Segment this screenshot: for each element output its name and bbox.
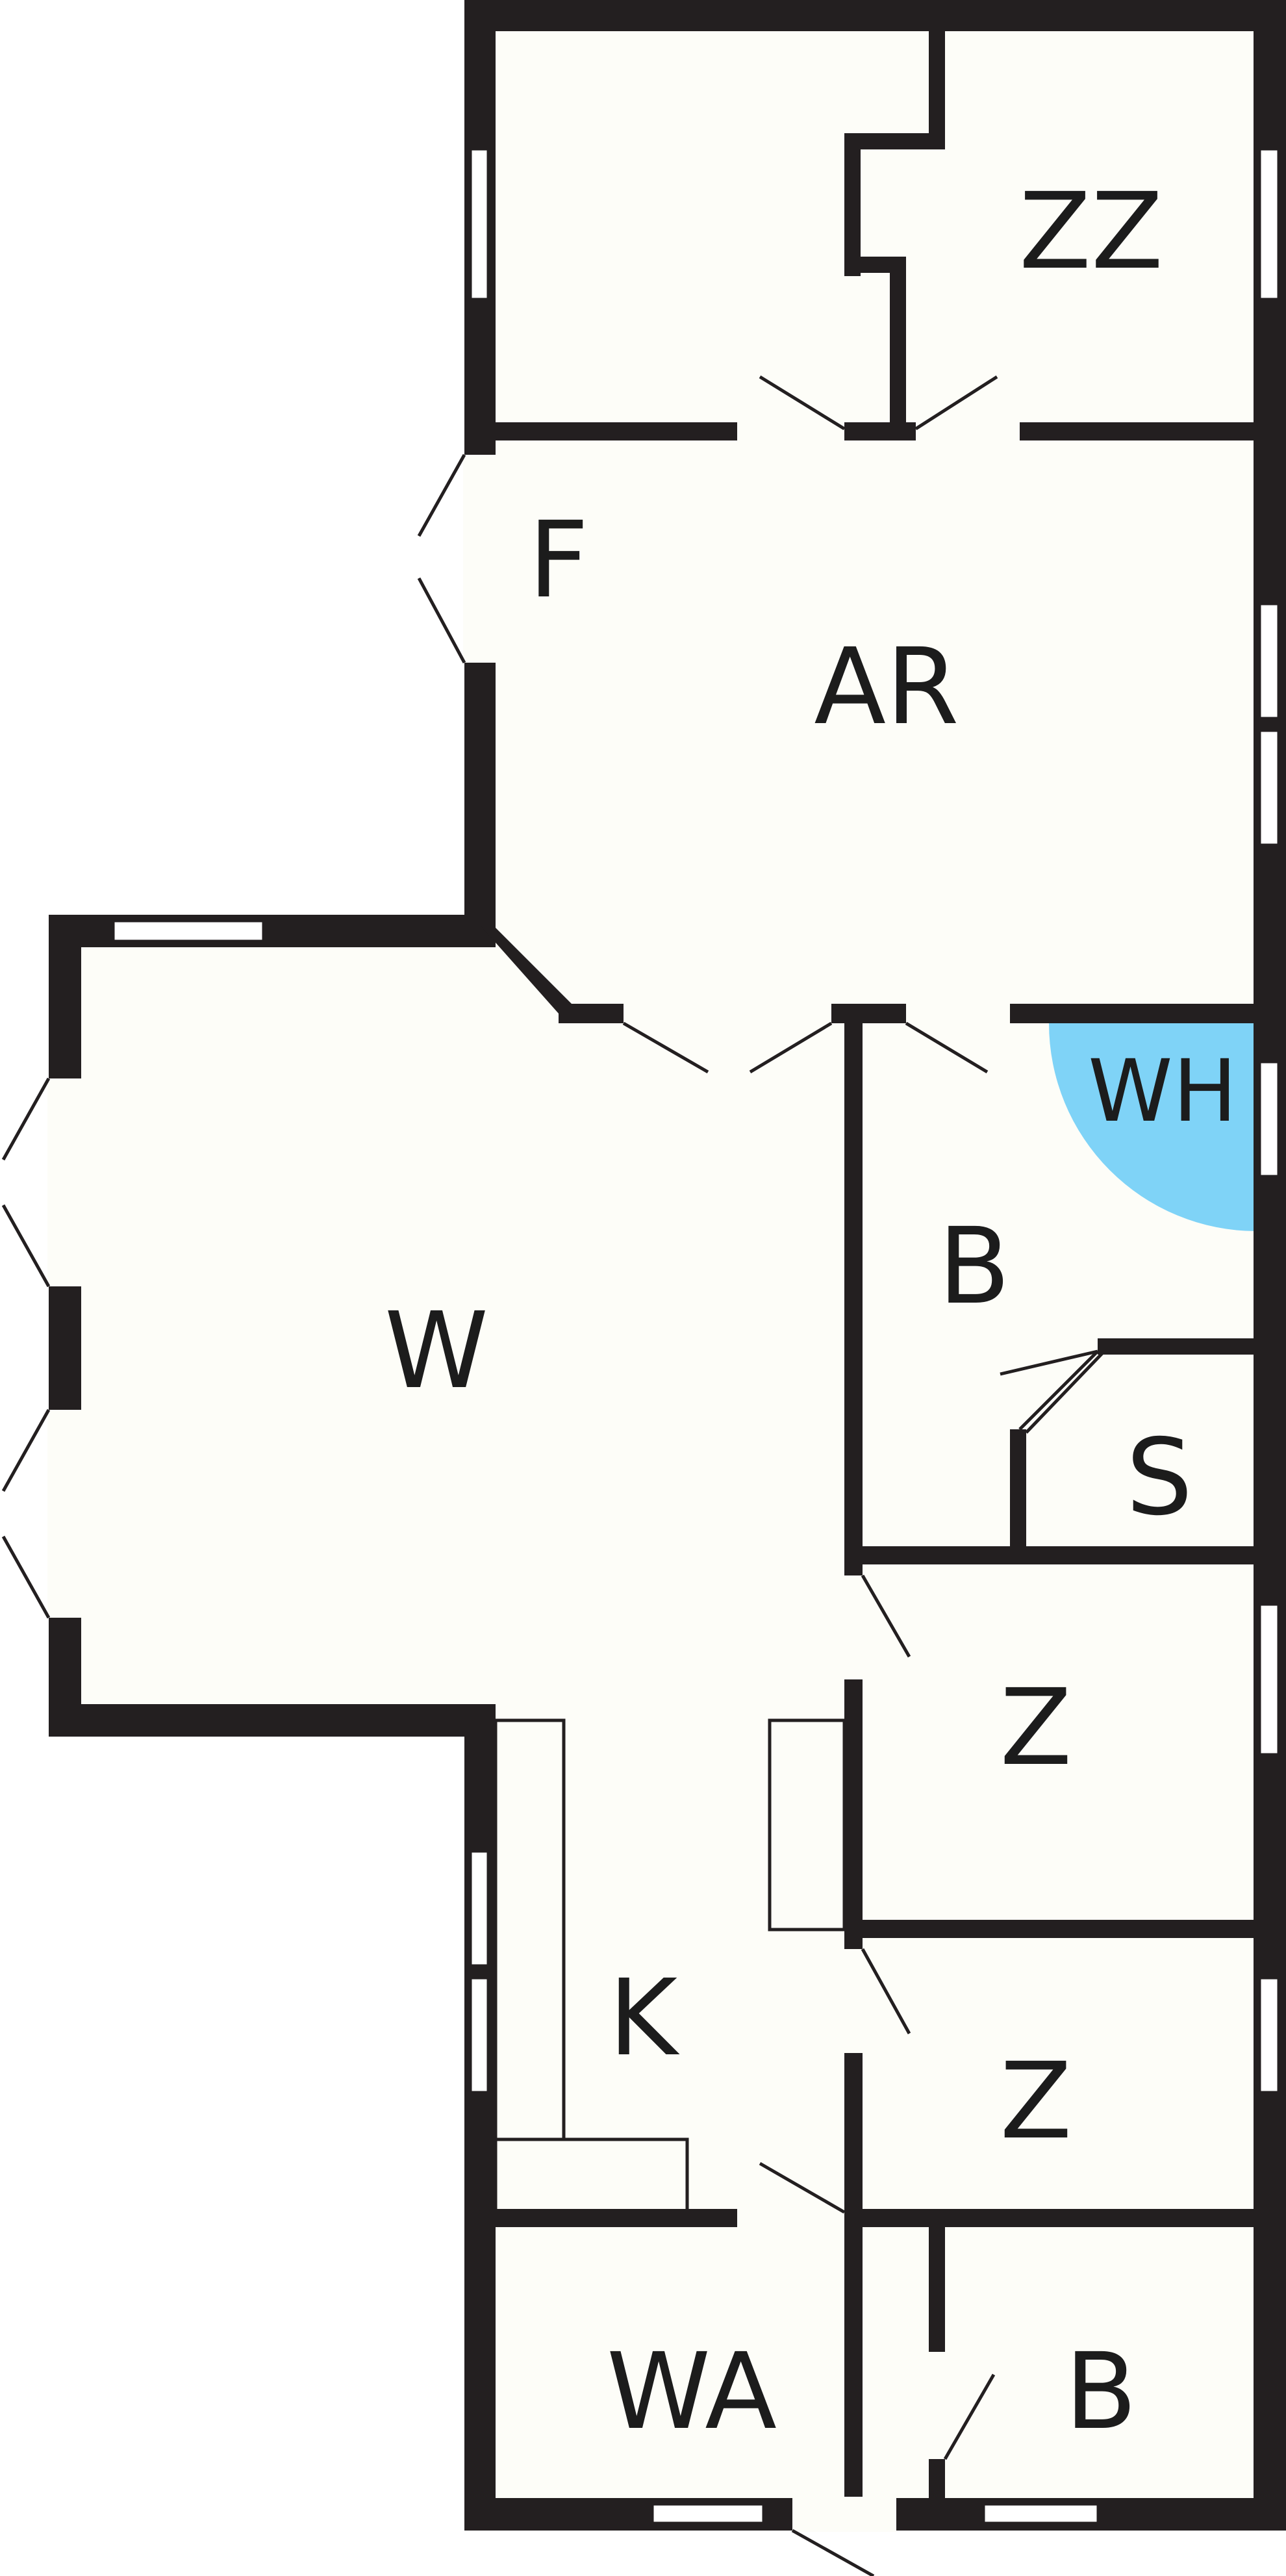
wall-right-outer	[1254, 0, 1286, 2531]
wall-corridor-divider	[844, 1020, 863, 2508]
door-gap-living-left-2	[47, 1410, 82, 1618]
window-z-lower-right	[1259, 1977, 1280, 2093]
wall-zz-bend-1	[844, 133, 945, 149]
door-leaf-living-left-2a	[1, 1409, 51, 1492]
door-leaf-s-2	[1025, 1350, 1105, 1434]
door-gap-s	[1010, 1355, 1026, 1429]
door-leaf-living-left-1a	[1, 1077, 51, 1161]
door-gap-ar-w-1	[624, 1002, 727, 1025]
window-ar-right-2	[1259, 730, 1280, 846]
door-leaf-wa-b	[943, 2373, 996, 2460]
room-label-z-lower: Z	[1000, 2041, 1072, 2163]
door-leaf-k-wa	[759, 2162, 846, 2214]
wall-left-lower	[464, 1709, 496, 2531]
door-leaf-z-upper	[861, 1574, 911, 1658]
door-leaf-ar-w-1	[622, 1021, 709, 1074]
door-gap-ar-right	[916, 421, 1020, 442]
wall-s-top	[1098, 1338, 1260, 1355]
wall-living-bottom	[49, 1704, 496, 1737]
room-label-zz: ZZ	[1019, 171, 1163, 293]
wall-s-left	[1010, 1429, 1026, 1553]
door-gap-living-left-1	[47, 1078, 82, 1286]
room-label-w: W	[385, 1290, 488, 1412]
doors	[1, 375, 1105, 2576]
door-leaf-ar-b	[905, 1021, 989, 1074]
window-k-left-2	[470, 1977, 489, 2093]
kitchen-fixtures	[494, 1718, 846, 2213]
room-label-z-upper: Z	[1000, 1667, 1072, 1789]
wall-b-bottom	[844, 1546, 1260, 1564]
windows	[112, 148, 1280, 2524]
door-gap-ar-left	[737, 421, 844, 442]
door-gap-ar-w-2	[727, 1002, 831, 1025]
door-gap-ar-b	[906, 1002, 1010, 1025]
room-label-k: K	[609, 1958, 680, 2080]
floor-top	[481, 29, 1260, 1023]
room-label-b-lower: B	[1065, 2331, 1137, 2453]
hot-water-zone	[1049, 1023, 1257, 1231]
window-zz-left	[470, 148, 489, 300]
wall-living-chamfer	[481, 926, 572, 1014]
door-gap-wa-exit	[792, 2497, 896, 2532]
wall-zz-step	[844, 133, 861, 276]
room-labels: ZZ F AR WH B W S Z K Z WA B	[385, 171, 1237, 2453]
door-leaf-ar-w-2	[749, 1021, 833, 1074]
window-b-lower-bottom	[983, 2503, 1099, 2524]
wall-top-outer	[464, 0, 1286, 31]
window-ar-right-1	[1259, 603, 1280, 719]
room-label-f: F	[528, 500, 588, 622]
floor-areas	[78, 29, 1260, 2508]
window-k-left-1	[470, 1850, 489, 1967]
wall-ar-top	[481, 422, 1260, 440]
door-gap-entrance-f	[463, 455, 497, 663]
door-leaf-wa-exit	[791, 2529, 875, 2576]
room-label-ar: AR	[814, 626, 959, 748]
window-living-top	[112, 920, 264, 942]
door-leaf-entrance-f-1	[417, 453, 466, 537]
floor-living-room	[78, 939, 487, 1718]
door-leaf-living-left-2b	[1, 1535, 51, 1619]
door-leaf-ar-right	[914, 375, 998, 431]
room-label-wa: WA	[607, 2331, 777, 2453]
door-gap-z-upper	[843, 1575, 864, 1679]
door-gap-k-wa	[737, 2208, 844, 2228]
kitchen-counter-bottom	[494, 2137, 689, 2213]
window-zz-right	[1259, 148, 1280, 300]
kitchen-counter-right	[768, 1718, 846, 1932]
wall-zz-stub	[890, 257, 906, 426]
room-label-s: S	[1126, 1417, 1193, 1539]
door-leaf-z-lower	[861, 1948, 911, 2035]
door-gap-z-lower	[843, 1949, 864, 2053]
window-z-upper-right	[1259, 1603, 1280, 1755]
window-wh-right	[1259, 1061, 1280, 1177]
door-leaf-ar-left	[759, 375, 846, 431]
wall-zz-partition	[929, 29, 945, 149]
room-label-b-upper: B	[938, 1206, 1010, 1328]
door-leaf-s-1	[1018, 1350, 1099, 1431]
door-leaf-s-open	[1000, 1349, 1098, 1376]
floor-right-block	[481, 1020, 1260, 2508]
room-label-wh: WH	[1088, 1041, 1237, 1141]
door-leaf-entrance-f-2	[417, 577, 466, 664]
wall-z-divider	[844, 1920, 1260, 1938]
window-wa-bottom	[651, 2503, 764, 2524]
door-gap-wa-b	[927, 2352, 946, 2459]
door-leaf-living-left-1b	[1, 1204, 51, 1288]
